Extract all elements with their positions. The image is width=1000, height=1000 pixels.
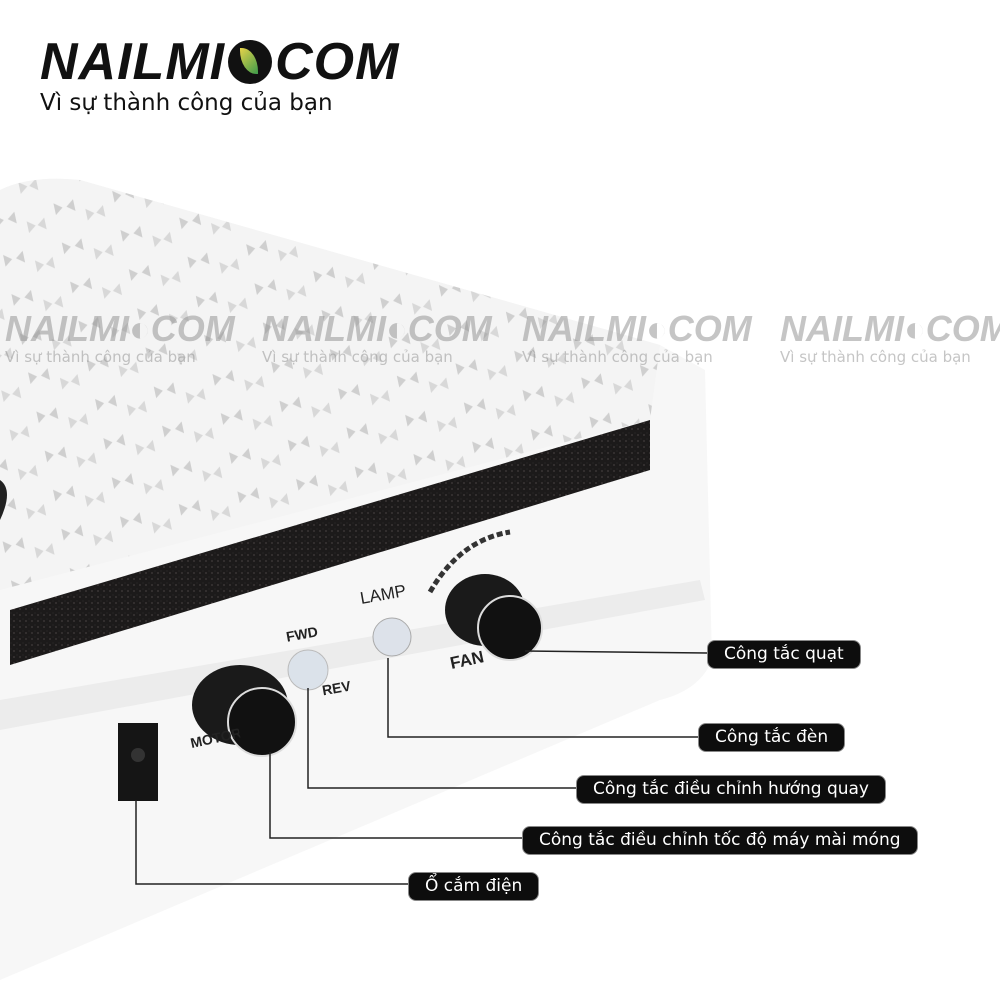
callout-power-socket: Ổ cắm điện xyxy=(408,872,540,901)
callout-fan-switch: Công tắc quạt xyxy=(707,640,861,669)
fan-speed-scale xyxy=(427,529,511,594)
callout-lamp-switch: Công tắc đèn xyxy=(698,723,846,752)
callout-speed-switch: Công tắc điều chỉnh tốc độ máy mài móng xyxy=(522,826,918,855)
lamp-switch[interactable] xyxy=(372,617,412,657)
nailmi-logo: NAILMI COM Vì sự thành công của bạn xyxy=(40,36,399,116)
leaf-bird-icon xyxy=(228,40,273,84)
perforated-top-grille xyxy=(0,178,660,590)
callout-direction-switch: Công tắc điều chỉnh hướng quay xyxy=(576,775,886,804)
logo-brand-left: NAILMI xyxy=(40,33,226,91)
foam-filter-strip xyxy=(10,420,650,665)
motor-knob[interactable] xyxy=(192,665,297,757)
logo-tagline: Vì sự thành công của bạn xyxy=(40,90,333,116)
device-body xyxy=(0,178,712,980)
callout-lines xyxy=(135,650,708,885)
logo-brand-right: COM xyxy=(275,33,400,91)
fan-knob[interactable] xyxy=(445,574,543,661)
